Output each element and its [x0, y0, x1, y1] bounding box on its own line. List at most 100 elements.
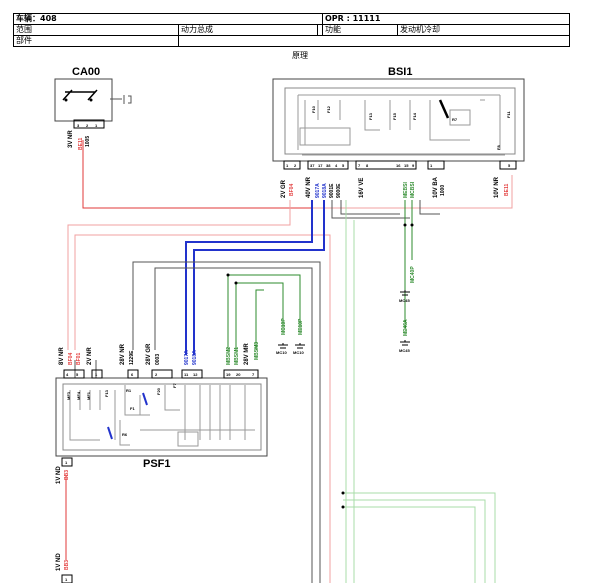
conn-bsi-40vnr: 40V NR [306, 176, 312, 198]
wire-9018a [193, 200, 325, 355]
wire-be11-loop [312, 175, 513, 209]
junction-1 [341, 491, 345, 495]
bsi-conn-40vnr [307, 160, 349, 170]
psf-relay-r1 [142, 392, 148, 406]
psf-fuse-mf3: MF3 [66, 391, 71, 400]
pin-bsi-b17: 17 [318, 163, 323, 168]
wire-psf-top [74, 360, 97, 378]
wire-bf04 [67, 200, 291, 350]
bsi-relay-r7: R7 [452, 117, 458, 122]
wire-9001e-9000e [331, 200, 410, 219]
pin-bsi-b37: 37 [310, 163, 315, 168]
psf-conn-8vnr [63, 369, 85, 379]
pin-bsi-a2: 2 [294, 163, 297, 168]
label-mc10-2: MC10 [293, 350, 304, 355]
conn-psf-28vnr: 28V NR [120, 343, 126, 365]
wire-be11 [82, 140, 312, 209]
junction-5 [226, 273, 230, 277]
bsi1-label: BSI1 [388, 66, 412, 78]
conn-bsi-16vve: 16V VE [359, 178, 365, 198]
psf-fuse-f7: F7 [172, 383, 177, 388]
wire-0003 [154, 267, 313, 583]
pin-bsi-e1: 1 [430, 163, 433, 168]
junction-2 [341, 505, 345, 509]
pin-psf-a5: 5 [76, 372, 79, 377]
psf-conn-28vgr [151, 369, 173, 379]
ca00-box [54, 78, 113, 122]
bsi-fuse-f11: F11 [506, 111, 511, 118]
gnd-conn-1 [61, 457, 73, 467]
wire-1000 [419, 200, 440, 215]
wire-label-bf01: BF01 [76, 353, 82, 365]
wire-label-9018a-b: 9018A [192, 350, 198, 365]
bsi-relay-contact [438, 99, 450, 119]
conn-bsi-2vgr: 2V GR [281, 179, 287, 198]
bsi-conn-2vgr [283, 160, 301, 170]
wire-label-bf04b: BF04 [68, 353, 74, 365]
part-value [178, 35, 570, 47]
conn-psf-28vmr: 28V MR [244, 343, 250, 365]
pin-psf-d7: 7 [252, 372, 255, 377]
wire-label-be11b: BE11 [504, 184, 510, 196]
wire-label-0003: 0003 [155, 354, 161, 365]
psf-conn-2vnr [91, 369, 103, 379]
bsi1-box [272, 78, 525, 162]
psf-relay-r6: R6 [122, 432, 128, 437]
bsi1-inner [284, 87, 516, 155]
ca00-connector [73, 119, 105, 129]
bsi-fuse-f13: F13 [368, 112, 373, 120]
header-table: 车辆：408 OPR : 11111 范围 动力总成 功能 发动机冷却 部件 [13, 13, 570, 47]
wire-label-9001e: 9001E [329, 183, 335, 198]
conn-bsi-10vba: 10V BA [433, 176, 439, 198]
bsi-fuse-f12: F12 [326, 105, 331, 113]
wire-label-9018a: 9018A [322, 183, 328, 198]
conn-gnd-1vnd: 1V ND [56, 466, 62, 484]
conn-psf-28vgr: 28V GR [146, 343, 152, 365]
key-icon [110, 95, 132, 104]
wire-label-mbsm3: MBSM3 [254, 342, 260, 360]
label-mc45-bottom: MC45 [399, 348, 410, 353]
ground-mc45-top [400, 290, 410, 296]
wire-label-bf04: BF04 [289, 184, 295, 196]
psf-fuse-mf1: MF1 [86, 391, 91, 400]
psf-fuse-f20: F20 [156, 387, 161, 395]
ground-mc10-2 [295, 343, 305, 349]
diagram-title: 原理 [292, 51, 308, 60]
bsi-internal-lines [297, 94, 505, 156]
pin-bsi-c8: 8 [366, 163, 369, 168]
wire-label-bb3: BB3 [64, 470, 70, 480]
psf1-inner [62, 383, 262, 451]
conn-gnd-1vnd-b: 1V ND [56, 553, 62, 571]
wire-label-mcbsi: MCBSI [410, 181, 416, 198]
wire-label-9000e: 9000E [336, 183, 342, 198]
wire-1229e [132, 261, 321, 583]
bsi-conn-10vnr [499, 160, 517, 170]
pin-gnd-1b: 1 [65, 577, 68, 582]
pin-psf-b1: 1 [95, 372, 98, 377]
pin-bsi-d15: 15 [404, 163, 409, 168]
psf1-label: PSF1 [143, 458, 171, 470]
pin-ca-3: 3 [77, 123, 80, 128]
wire-label-mbsm2: MBSM2 [226, 347, 232, 365]
wire-16vve [345, 200, 355, 583]
conn-psf-8vnr: 8V NR [59, 347, 65, 365]
pin-ca-1: 1 [95, 123, 98, 128]
pin-gnd-1: 1 [65, 460, 68, 465]
psf-fuse-f13: F13 [104, 389, 109, 397]
wire-label-bb3b: BB3 [64, 560, 70, 570]
ca00-label: CA00 [72, 66, 100, 78]
wire-bottom-green [343, 492, 496, 583]
ground-mc10-1 [278, 343, 288, 349]
wire-label-be11: BE11 [78, 138, 84, 150]
conn-psf-2vnr: 2V NR [87, 347, 93, 365]
pin-psf-a4: 4 [66, 372, 69, 377]
wire-bf01 [74, 234, 331, 583]
pin-bsi-c7: 7 [358, 163, 361, 168]
wire-mebsi-mcbsi [404, 200, 413, 330]
wire-label-1229e: 1229E [129, 350, 135, 365]
bsi-fuse-f8: F8 [496, 145, 501, 150]
psf-internal-lines [69, 385, 255, 447]
conn-ca00: 3V NR [68, 130, 74, 148]
pin-psf-d11: 11 [184, 372, 189, 377]
